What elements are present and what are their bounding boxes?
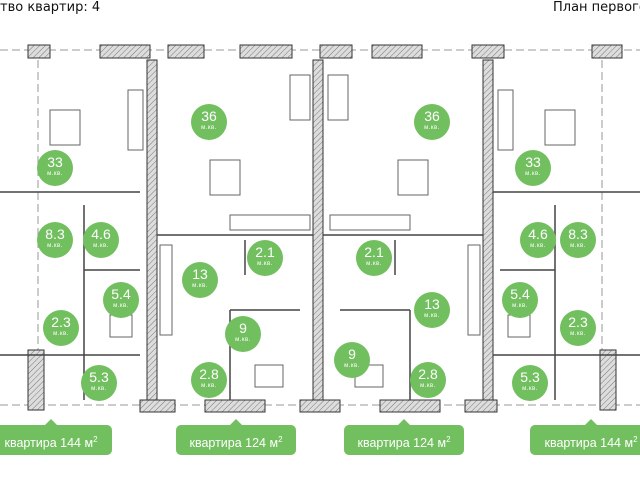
room-area: 5.4 [111,286,131,302]
room-area: 5.3 [89,369,109,385]
room-area-unit: м.кв. [366,261,382,267]
room-area-unit: м.кв. [257,261,273,267]
room-area-unit: м.кв. [235,337,251,343]
room-area: 8.3 [568,226,588,242]
room-area-unit: м.кв. [424,125,440,131]
room-area: 9 [239,320,247,336]
apartment-label-1[interactable]: квартира 144 м2 [0,419,112,455]
room-area-unit: м.кв. [344,363,360,369]
plan-title: План первого [553,0,640,15]
room-area-unit: м.кв. [113,303,129,309]
room-area-unit: м.кв. [91,386,107,392]
apartment-label-text: квартира 124 м [189,436,279,451]
apartment-label-text: квартира 124 м [357,436,447,451]
room-area: 9 [348,346,356,362]
room-area-unit: м.кв. [530,243,546,249]
room-area-unit: м.кв. [201,383,217,389]
room-area: 2.3 [568,314,588,330]
room-area: 36 [424,108,440,124]
room-area-unit: м.кв. [424,313,440,319]
room-area: 2.1 [255,244,275,260]
apartment-label-3[interactable]: квартира 124 м2 [344,419,464,455]
room-area-unit: м.кв. [570,243,586,249]
room-area-unit: м.кв. [47,243,63,249]
apartment-label-sup: 2 [633,435,638,444]
walls [27,44,623,413]
room-area: 2.1 [364,244,384,260]
room-area: 2.8 [418,366,438,382]
room-area: 2.8 [199,366,219,382]
room-area-unit: м.кв. [420,383,436,389]
room-area-unit: м.кв. [522,386,538,392]
apartment-label-text: квартира 144 м [544,436,634,451]
room-area: 2.3 [51,314,71,330]
room-area: 33 [47,154,63,170]
room-area: 5.3 [520,369,540,385]
room-area: 4.6 [528,226,548,242]
room-area: 13 [192,266,208,282]
room-area: 33 [525,154,541,170]
apartment-label-sup: 2 [93,435,98,444]
room-area: 4.6 [91,226,111,242]
room-area-unit: м.кв. [512,303,528,309]
room-area-unit: м.кв. [570,331,586,337]
room-area: 8.3 [45,226,65,242]
room-area-unit: м.кв. [53,331,69,337]
room-area-unit: м.кв. [93,243,109,249]
apartment-label-2[interactable]: квартира 124 м2 [176,419,296,455]
room-area-unit: м.кв. [525,171,541,177]
room-area-unit: м.кв. [192,283,208,289]
apartment-label-sup: 2 [446,435,451,444]
room-area: 5.4 [510,286,530,302]
apartment-label-4[interactable]: квартира 144 м2 [530,419,640,455]
furniture [49,74,576,388]
apartment-label-sup: 2 [278,435,283,444]
apartments-count: тво квартир: 4 [0,0,101,15]
room-area: 13 [424,296,440,312]
room-area-unit: м.кв. [201,125,217,131]
room-area-unit: м.кв. [47,171,63,177]
room-area: 36 [201,108,217,124]
apartment-label-text: квартира 144 м [4,436,94,451]
